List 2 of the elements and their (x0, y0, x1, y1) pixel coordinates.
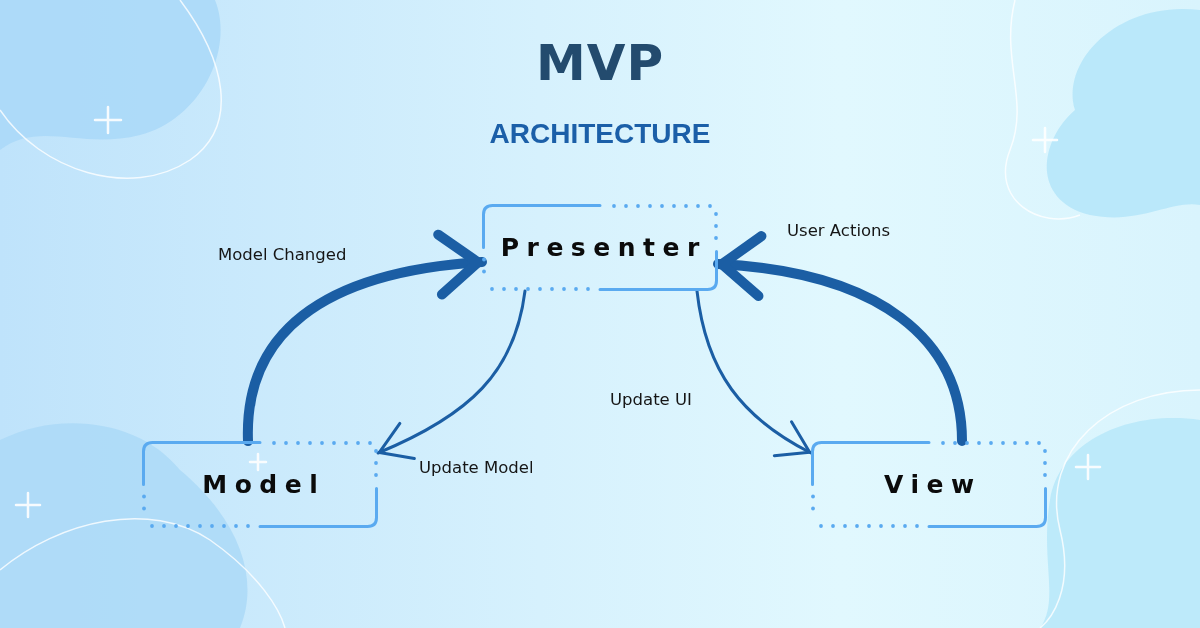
subtitle: ARCHITECTURE (489, 118, 711, 150)
title: MVP (535, 34, 665, 92)
